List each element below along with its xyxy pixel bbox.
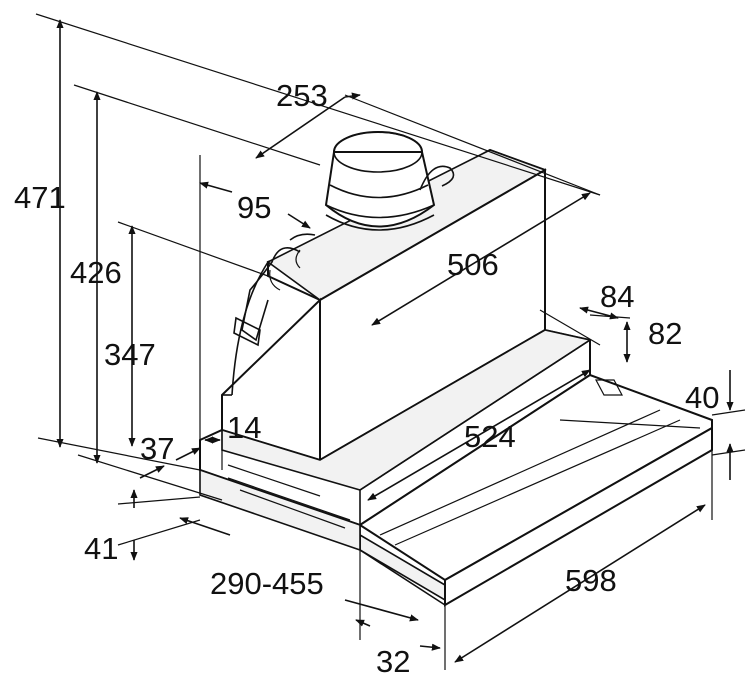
- dim-95-arrow: [199, 181, 233, 193]
- dim-label-471: 471: [14, 180, 66, 215]
- extension-lines: [35, 13, 746, 670]
- dim-32-arrow: [355, 619, 371, 627]
- dim-label-37: 37: [140, 431, 174, 466]
- dim-37-arrow: [175, 447, 201, 461]
- dim-506-arrow: [371, 192, 591, 326]
- dim-label-347: 347: [104, 337, 156, 372]
- dim-label-253: 253: [276, 78, 328, 113]
- dimension-labels: 471 426 347 37 14 41 253 95 506 84 82 40…: [14, 78, 719, 679]
- dim-label-32: 32: [376, 644, 410, 679]
- dim-label-506: 506: [447, 247, 499, 282]
- dim-label-524: 524: [464, 419, 516, 454]
- dim-label-82: 82: [648, 316, 682, 351]
- dim-label-598: 598: [565, 563, 617, 598]
- dim-label-14: 14: [227, 410, 261, 445]
- dim-label-41: 41: [84, 531, 118, 566]
- hood-body: [199, 148, 713, 607]
- duct-collar: [324, 131, 436, 231]
- dimension-arrows: [56, 19, 734, 663]
- mounting-brackets: [233, 165, 455, 347]
- dim-label-95: 95: [237, 190, 271, 225]
- dim-label-40: 40: [685, 380, 719, 415]
- dim-253-arrow: [255, 96, 346, 159]
- dim-label-84: 84: [600, 279, 634, 314]
- dim-290-455-arrow: [179, 517, 231, 536]
- dim-label-290-455: 290-455: [210, 566, 324, 601]
- dim-524-arrow: [367, 369, 591, 501]
- dim-84-arrow: [579, 306, 619, 320]
- dim-598-arrow: [454, 504, 706, 663]
- dim-label-426: 426: [70, 255, 122, 290]
